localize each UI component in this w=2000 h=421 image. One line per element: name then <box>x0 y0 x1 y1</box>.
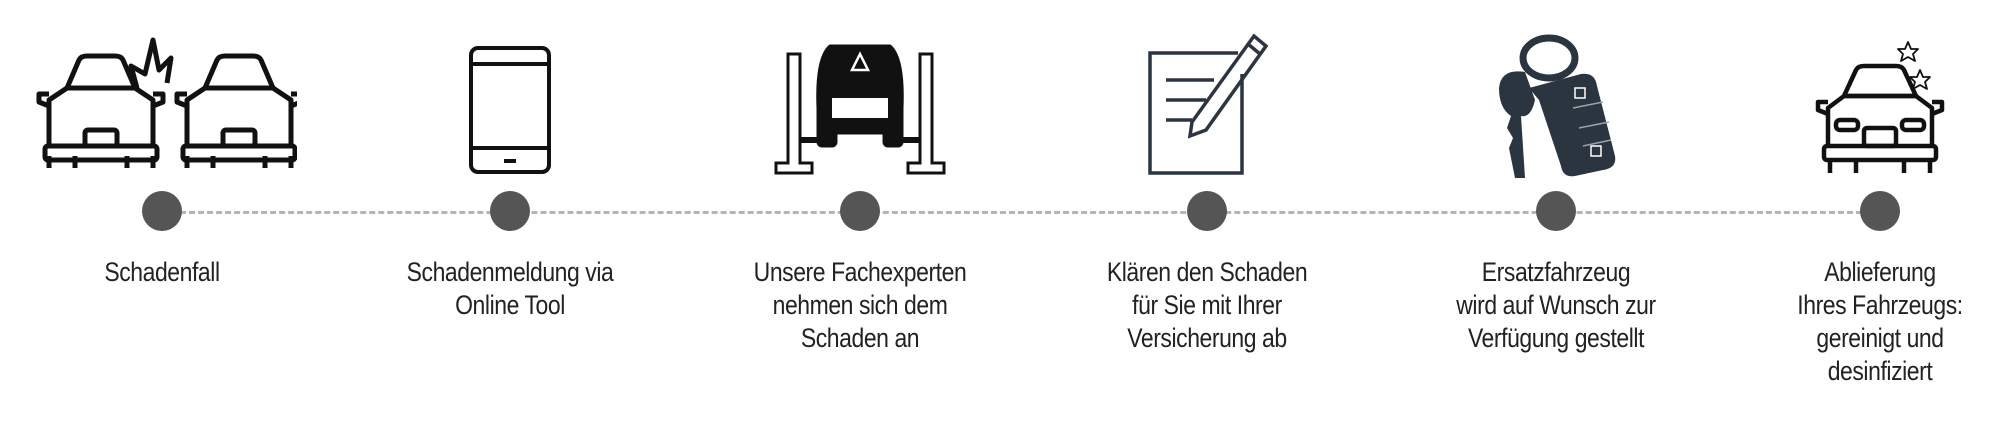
label-line: Versicherung ab <box>1127 323 1287 353</box>
step-dot <box>1860 191 1900 231</box>
step-label: Unsere Fachexperten nehmen sich dem Scha… <box>733 256 988 355</box>
clean-car-icon <box>1800 28 1960 183</box>
label-line: gereinigt und <box>1816 323 1944 353</box>
label-line: Klären den Schaden <box>1106 257 1308 287</box>
step-ablieferung: Ablieferung Ihres Fahrzeugs: gereinigt u… <box>1730 0 2000 421</box>
label-line: Verfügung gestellt <box>1467 323 1645 353</box>
label-line: desinfiziert <box>1827 356 1933 386</box>
timeline-dashed-line <box>162 211 1880 214</box>
step-label: Schadenmeldung via Online Tool <box>383 256 638 322</box>
label-line: Unsere Fachexperten <box>753 257 967 287</box>
step-dot <box>1536 191 1576 231</box>
step-label: Ablieferung Ihres Fahrzeugs: gereinigt u… <box>1753 256 2000 388</box>
label-line: Schadenfall <box>104 257 220 287</box>
step-schadenfall: Schadenfall <box>12 0 312 421</box>
document-pencil-icon <box>1142 28 1272 183</box>
step-dot <box>142 191 182 231</box>
label-line: Ihres Fahrzeugs: <box>1797 290 1963 320</box>
car-lift-icon <box>770 28 950 183</box>
step-label: Klären den Schaden für Sie mit Ihrer Ver… <box>1080 256 1335 355</box>
step-versicherung: Klären den Schaden für Sie mit Ihrer Ver… <box>1057 0 1357 421</box>
step-ersatzfahrzeug: Ersatzfahrzeug wird auf Wunsch zur Verfü… <box>1406 0 1706 421</box>
step-dot <box>840 191 880 231</box>
label-line: für Sie mit Ihrer <box>1132 290 1282 320</box>
smartphone-icon <box>465 28 555 183</box>
car-crash-icon <box>27 28 304 183</box>
step-label: Schadenfall <box>35 256 290 289</box>
car-keys-icon <box>1491 28 1621 183</box>
label-line: Ablieferung <box>1824 257 1936 287</box>
step-dot <box>1187 191 1227 231</box>
step-dot <box>490 191 530 231</box>
label-line: wird auf Wunsch zur <box>1456 290 1656 320</box>
label-line: Ersatzfahrzeug <box>1481 257 1631 287</box>
label-line: nehmen sich dem <box>772 290 948 320</box>
label-line: Schadenmeldung via <box>406 257 614 287</box>
step-fachexperten: Unsere Fachexperten nehmen sich dem Scha… <box>710 0 1010 421</box>
label-line: Schaden an <box>800 323 920 353</box>
step-label: Ersatzfahrzeug wird auf Wunsch zur Verfü… <box>1429 256 1684 355</box>
step-schadenmeldung: Schadenmeldung via Online Tool <box>360 0 660 421</box>
label-line: Online Tool <box>455 290 565 320</box>
